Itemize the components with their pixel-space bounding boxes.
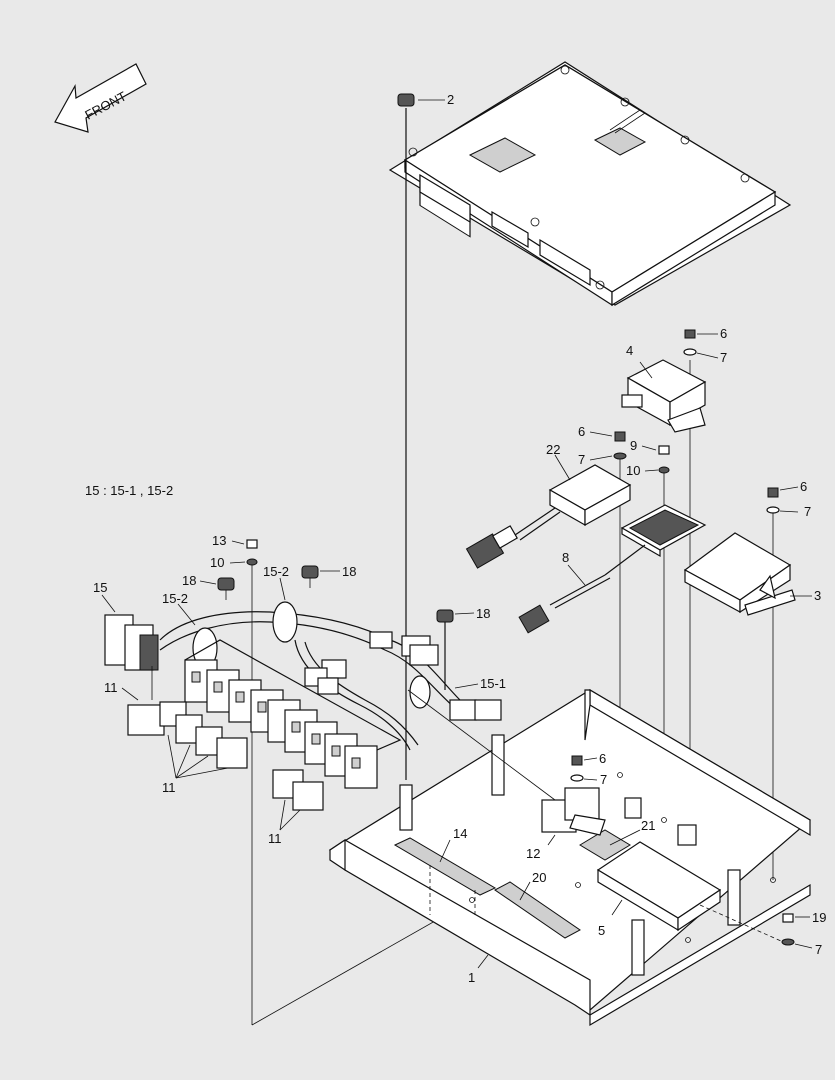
callout-18-mid: 18 [342, 564, 356, 579]
callout-10-right: 10 [626, 463, 640, 478]
screw-6-washer-7-right: 6 7 [766, 479, 811, 519]
callout-9: 9 [630, 438, 637, 453]
callout-15: 15 [93, 580, 107, 595]
callout-2: 2 [447, 92, 454, 107]
callout-1: 1 [468, 970, 475, 985]
callout-6-mid: 6 [578, 424, 585, 439]
callout-7-mid: 7 [578, 452, 585, 467]
callout-7-lower: 7 [600, 772, 607, 787]
callout-14: 14 [453, 826, 467, 841]
bolt-18-mid: 18 [301, 564, 356, 588]
callout-7-right: 7 [804, 504, 811, 519]
callout-4: 4 [626, 343, 633, 358]
bolt-2: 2 [397, 92, 454, 780]
callout-6-lower: 6 [599, 751, 606, 766]
callout-7-bottom: 7 [815, 942, 822, 957]
callout-20: 20 [532, 870, 546, 885]
screw-9-washer-10: 9 10 [626, 438, 670, 478]
callout-15-2-mid: 15-2 [263, 564, 289, 579]
bolt-18-right: 18 [436, 606, 490, 690]
callout-18-left: 18 [182, 573, 196, 588]
base-plate-1: 1 14 20 21 5 [328, 688, 812, 1027]
legend-note: 15 : 15-1 , 15-2 [85, 483, 173, 498]
callout-12: 12 [526, 846, 540, 861]
screw-6-washer-7-top: 6 7 [683, 326, 727, 365]
callout-11-bottom: 11 [162, 780, 176, 795]
callout-5: 5 [598, 923, 605, 938]
relays-11: 11 11 11 [104, 680, 324, 846]
callout-19: 19 [812, 910, 826, 925]
screw-13-washer-10: 13 10 [210, 533, 258, 570]
callout-18-right: 18 [476, 606, 490, 621]
callout-6-top: 6 [720, 326, 727, 341]
module-8: 8 [518, 504, 707, 634]
screw-19-washer-7: 19 7 [781, 910, 826, 957]
controller-unit [388, 61, 792, 307]
callout-3: 3 [814, 588, 821, 603]
callout-15-2-left: 15-2 [162, 591, 188, 606]
bolt-18-left: 18 [182, 573, 235, 600]
screw-6-washer-7-mid: 6 7 [578, 424, 627, 467]
callout-11-lower: 11 [268, 831, 282, 846]
callout-21: 21 [641, 818, 655, 833]
front-arrow: FRONT [54, 63, 147, 133]
callout-7-top: 7 [720, 350, 727, 365]
callout-13: 13 [212, 533, 226, 548]
callout-22: 22 [546, 442, 560, 457]
callout-8: 8 [562, 550, 569, 565]
callout-10-left: 10 [210, 555, 224, 570]
wire-harness-15: 15 15-2 15-2 15-1 [93, 564, 506, 751]
relay-block-row [184, 639, 402, 789]
callout-6-right: 6 [800, 479, 807, 494]
module-22: 22 [465, 442, 632, 569]
module-4: 4 [621, 343, 707, 433]
callout-11-left: 11 [104, 680, 118, 695]
screw-6-washer-7-lower: 6 7 [570, 751, 607, 787]
callout-15-1: 15-1 [480, 676, 506, 691]
module-3: 3 [683, 532, 821, 616]
relay-12: 12 [407, 689, 606, 861]
